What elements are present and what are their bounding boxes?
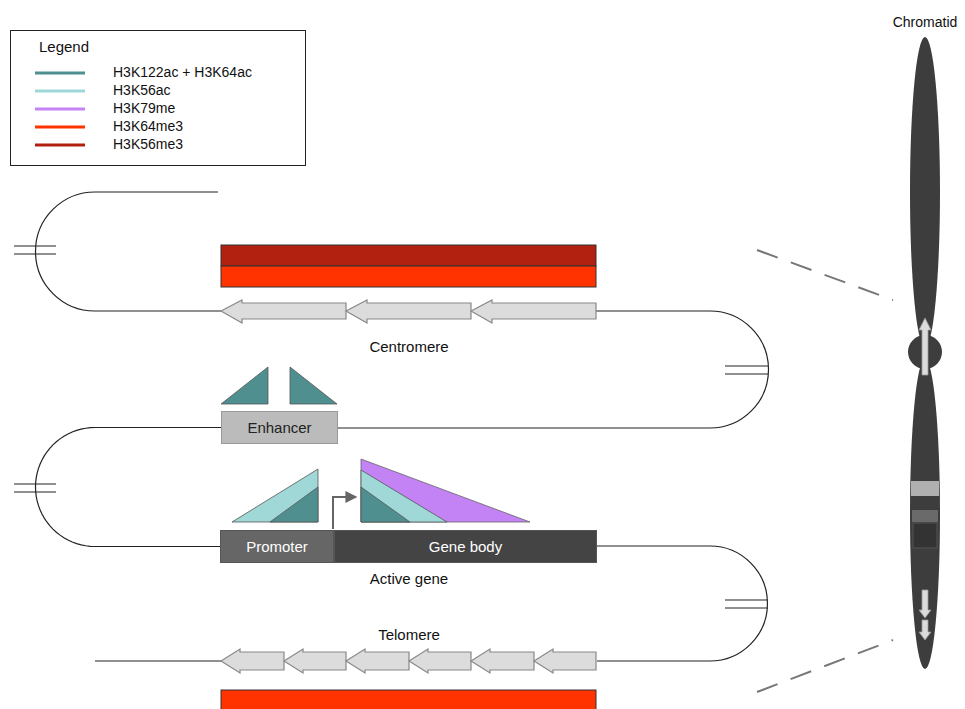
- legend-text: H3K64me3: [113, 118, 183, 134]
- h3k122ac-peak: [270, 487, 318, 522]
- region-label: Active gene: [370, 570, 448, 587]
- h3k56ac-peak: [361, 470, 447, 522]
- legend-swatch: [35, 72, 85, 75]
- box-text: Gene body: [429, 538, 502, 555]
- break-mark: [14, 246, 768, 608]
- legend-swatch: [35, 144, 85, 147]
- repeat-arrow: [221, 649, 596, 673]
- region-label: Centromere: [369, 338, 448, 355]
- legend-text: H3K56ac: [113, 82, 171, 98]
- zoom-line: [757, 250, 893, 692]
- repeat-arrow: [221, 300, 596, 323]
- region-label: Telomere: [378, 626, 440, 643]
- enhancer-box: Enhancer: [221, 411, 338, 444]
- gene-body-box: Gene body: [334, 530, 597, 563]
- chromatid-label: Chromatid: [893, 14, 958, 30]
- legend-swatch: [35, 90, 85, 93]
- h3k56me3-band: [221, 245, 596, 266]
- tss-arrow: [333, 497, 355, 529]
- h3k122ac-peak: [361, 487, 410, 522]
- h3k79me-peak: [361, 459, 530, 522]
- legend-swatch: [35, 108, 85, 111]
- h3k56ac-peak: [232, 469, 318, 522]
- box-text: Promoter: [246, 538, 308, 555]
- h3k64me3-band: [221, 690, 596, 709]
- promoter-box: Promoter: [220, 530, 334, 563]
- dna-strand: [36, 428, 222, 547]
- box-text: Enhancer: [247, 419, 311, 436]
- chromatid: [908, 37, 942, 669]
- legend-text: H3K122ac + H3K64ac: [113, 64, 252, 80]
- legend-frame: [11, 31, 306, 166]
- dna-strand: [36, 192, 769, 661]
- legend-swatch: [35, 126, 85, 129]
- h3k64me3-band: [221, 266, 596, 287]
- acetylation-peak: [221, 367, 337, 404]
- legend-text: H3K56me3: [113, 136, 183, 152]
- legend-swatches: [35, 73, 85, 145]
- legend-text: H3K79me: [113, 100, 175, 116]
- legend-title: Legend: [39, 38, 89, 55]
